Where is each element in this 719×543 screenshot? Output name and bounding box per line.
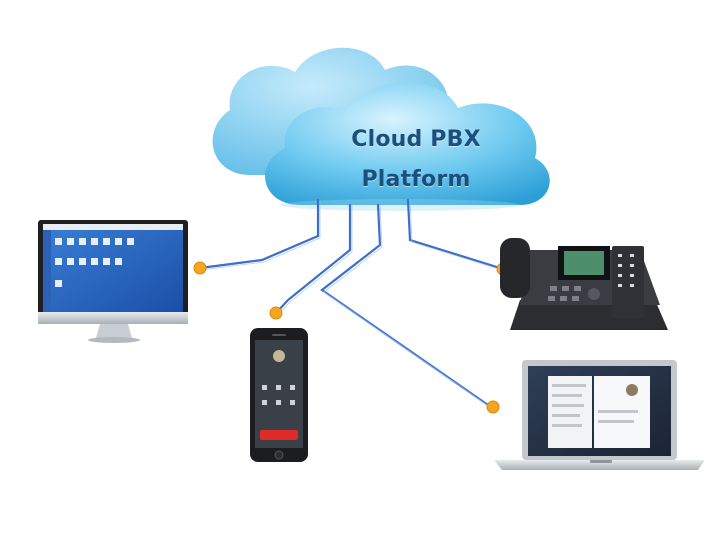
connector-glow bbox=[199, 199, 503, 408]
node-smartphone bbox=[269, 306, 283, 320]
desktop-monitor-icon bbox=[38, 220, 188, 343]
smartphone-icon bbox=[250, 328, 308, 462]
connector-lines bbox=[198, 198, 502, 407]
node-laptop bbox=[486, 400, 500, 414]
connector-desktop bbox=[198, 198, 320, 270]
cloud-icon bbox=[212, 47, 550, 211]
cloud-label: Cloud PBX Platform bbox=[351, 127, 481, 192]
connector-laptop bbox=[320, 203, 490, 407]
laptop-icon bbox=[494, 360, 705, 470]
connector-desk-phone bbox=[406, 198, 502, 270]
connector-smartphone bbox=[275, 203, 352, 314]
ip-desk-phone-icon bbox=[500, 238, 668, 330]
node-desktop bbox=[193, 261, 207, 275]
